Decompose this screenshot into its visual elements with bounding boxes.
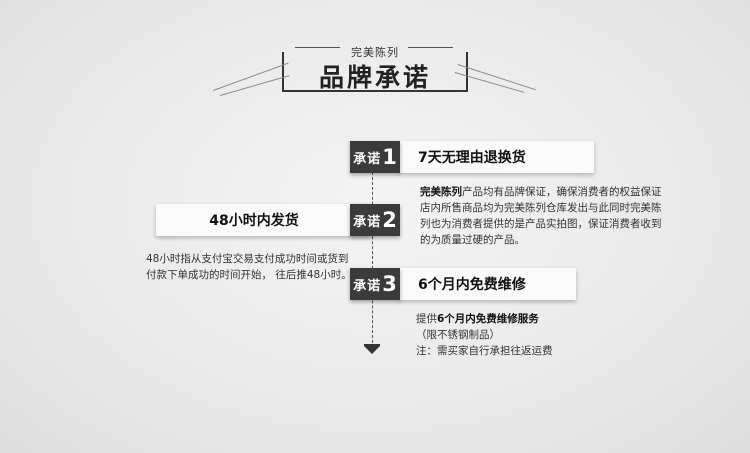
promise-3-title: 6个月内免费维修 bbox=[418, 277, 526, 293]
promise-3-desc-line2: （限不锈钢制品） bbox=[416, 329, 500, 341]
promise-1-badge: 承诺 1 bbox=[350, 141, 400, 173]
promise-2-badge-number: 2 bbox=[382, 207, 397, 232]
promise-3-badge: 承诺 3 bbox=[350, 268, 400, 300]
promise-3-badge-number: 3 bbox=[382, 271, 397, 296]
promise-1-desc-text: 产品均有品牌保证，确保消费者的权益保证店内所售商品均为完美陈列仓库发出与此同时完… bbox=[420, 186, 662, 246]
timeline-arrow-icon bbox=[364, 346, 380, 354]
promise-3-desc-line1: 提供6个月内免费维修服务 bbox=[416, 311, 656, 327]
promise-3-desc-line3: 注：需买家自行承担往返运费 bbox=[416, 345, 553, 357]
header-top-line-left bbox=[295, 47, 340, 48]
header-subtitle: 完美陈列 bbox=[351, 46, 399, 59]
page-title: 品牌承诺 bbox=[318, 63, 431, 92]
promise-1-title-bar: 7天无理由退换货 bbox=[398, 141, 594, 173]
header-top-line-right bbox=[408, 47, 453, 48]
promise-2-title: 48小时内发货 bbox=[209, 213, 299, 229]
promise-3-title-bar: 6个月内免费维修 bbox=[398, 268, 576, 300]
promise-2-badge: 承诺 2 bbox=[350, 204, 400, 236]
timeline-arrow-cap bbox=[364, 344, 380, 346]
promise-1-title: 7天无理由退换货 bbox=[418, 150, 526, 166]
promise-2-title-bar: 48小时内发货 bbox=[156, 204, 370, 236]
header-frame bbox=[282, 52, 468, 92]
promise-3-desc-prefix: 提供 bbox=[416, 313, 437, 325]
promise-3-badge-text: 承诺 bbox=[353, 278, 382, 294]
promise-1-desc-brand: 完美陈列 bbox=[420, 186, 462, 198]
promise-2-badge-text: 承诺 bbox=[353, 214, 382, 230]
promise-1-badge-number: 1 bbox=[382, 144, 397, 169]
promise-3-desc-bold: 6个月内免费维修服务 bbox=[437, 313, 539, 325]
promise-1-badge-text: 承诺 bbox=[353, 151, 382, 167]
timeline-line bbox=[372, 172, 373, 348]
promise-2-description: 48小时指从支付宝交易支付成功时间或货到付款下单成功的时间开始， 往后推48小时… bbox=[146, 253, 352, 281]
promise-3-description: 提供6个月内免费维修服务 （限不锈钢制品） 注：需买家自行承担往返运费 bbox=[416, 311, 656, 359]
decor-line-left-2 bbox=[220, 75, 290, 96]
promise-1-description: 完美陈列产品均有品牌保证，确保消费者的权益保证店内所售商品均为完美陈列仓库发出与… bbox=[420, 184, 662, 248]
